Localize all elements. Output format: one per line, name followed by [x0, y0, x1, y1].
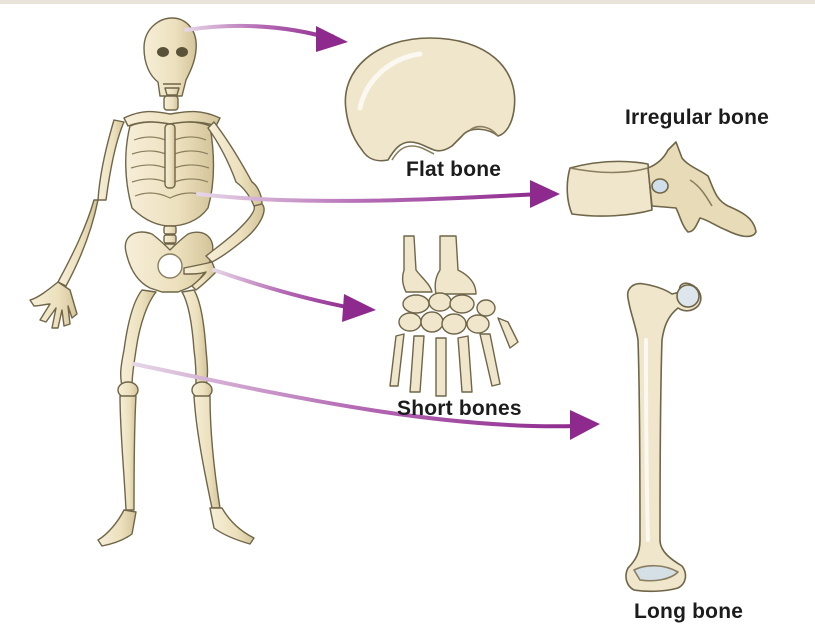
left-foot	[98, 510, 136, 546]
long-bone-illustration	[626, 283, 701, 591]
left-hand	[30, 282, 77, 328]
left-forearm	[58, 200, 98, 286]
skeleton	[30, 18, 264, 546]
arrow-to-short-bones	[214, 270, 352, 308]
right-foot	[210, 508, 254, 544]
flat-bone-label: Flat bone	[406, 158, 501, 182]
right-tibia	[194, 396, 220, 508]
arrowhead-short	[342, 294, 376, 322]
arrowhead-irregular	[530, 180, 560, 208]
left-femur	[121, 290, 156, 386]
arrow-to-flat-bone	[186, 26, 336, 40]
arrowhead-long	[570, 410, 600, 440]
left-tibia	[120, 396, 136, 510]
irregular-bone-illustration	[567, 142, 756, 236]
long-bone-label: Long bone	[634, 600, 743, 624]
arrowhead-flat	[316, 26, 348, 52]
right-humerus	[208, 122, 262, 206]
right-femur	[182, 290, 208, 386]
left-humerus	[98, 120, 124, 200]
flat-bone-illustration	[345, 38, 514, 161]
irregular-bone-label: Irregular bone	[625, 106, 769, 130]
right-forearm	[206, 204, 264, 262]
short-bones-illustration	[390, 236, 518, 396]
short-bones-label: Short bones	[397, 397, 522, 421]
